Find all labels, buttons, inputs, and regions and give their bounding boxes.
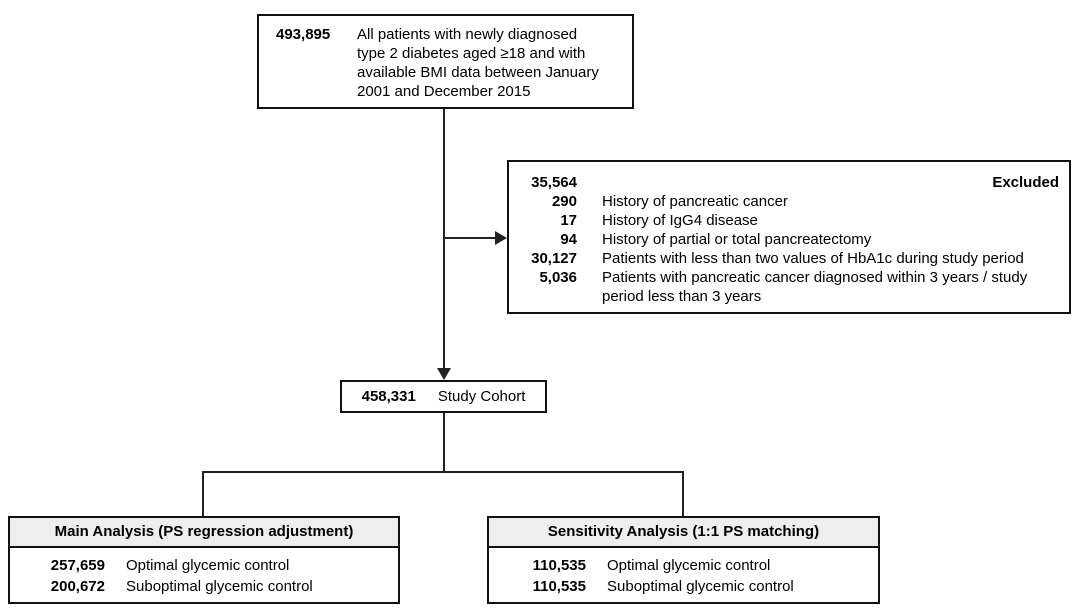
excluded-item-count: 5,036 <box>539 269 577 286</box>
excluded-item-label: History of partial or total pancreatecto… <box>602 231 872 248</box>
connector-branch-right <box>682 471 684 516</box>
excluded-list: 35,564 Excluded 290 History of pancreati… <box>521 173 1059 306</box>
connector-to-excluded <box>443 237 495 239</box>
all-patients-box: 493,895 All patients with newly diagnose… <box>257 14 634 109</box>
main-analysis-label: Suboptimal glycemic control <box>126 578 313 595</box>
main-analysis-count: 200,672 <box>50 578 105 595</box>
sensitivity-analysis-label: Optimal glycemic control <box>607 557 771 574</box>
study-cohort-box: 458,331 Study Cohort <box>340 380 547 413</box>
arrow-down-icon <box>437 368 451 380</box>
connector-branch-horizontal <box>202 471 684 473</box>
sensitivity-analysis-label: Suboptimal glycemic control <box>607 578 794 595</box>
excluded-item-count: 17 <box>560 212 577 229</box>
sensitivity-analysis-count: 110,535 <box>532 557 586 574</box>
sensitivity-analysis-count: 110,535 <box>532 578 586 595</box>
sensitivity-analysis-box: Sensitivity Analysis (1:1 PS matching) 1… <box>487 516 880 604</box>
excluded-count: 35,564 <box>531 174 577 191</box>
excluded-item-count: 30,127 <box>531 250 577 267</box>
main-analysis-title: Main Analysis (PS regression adjustment) <box>10 518 398 548</box>
excluded-item-count: 290 <box>551 193 577 210</box>
connector-branch-left <box>202 471 204 516</box>
excluded-box: 35,564 Excluded 290 History of pancreati… <box>507 160 1071 314</box>
main-analysis-label: Optimal glycemic control <box>126 557 290 574</box>
excluded-item-label: History of pancreatic cancer <box>602 193 788 210</box>
study-cohort-count: 458,331 <box>361 388 416 405</box>
sensitivity-analysis-rows: 110,535 Optimal glycemic control 110,535… <box>489 548 878 597</box>
main-analysis-rows: 257,659 Optimal glycemic control 200,672… <box>10 548 398 597</box>
main-analysis-box: Main Analysis (PS regression adjustment)… <box>8 516 400 604</box>
excluded-item-label: Patients with pancreatic cancer diagnose… <box>602 269 1028 305</box>
connector-cohort-to-branch <box>443 413 445 473</box>
excluded-item-label: Patients with less than two values of Hb… <box>602 250 1024 267</box>
all-patients-label: All patients with newly diagnosed type 2… <box>357 26 599 100</box>
excluded-item-label: History of IgG4 disease <box>602 212 758 229</box>
study-cohort-label: Study Cohort <box>437 388 526 405</box>
excluded-item-count: 94 <box>560 231 577 248</box>
all-patients-count: 493,895 <box>276 26 331 43</box>
main-analysis-count: 257,659 <box>50 557 105 574</box>
excluded-label: Excluded <box>992 174 1059 191</box>
sensitivity-analysis-title: Sensitivity Analysis (1:1 PS matching) <box>489 518 878 548</box>
arrow-right-icon <box>495 231 507 245</box>
